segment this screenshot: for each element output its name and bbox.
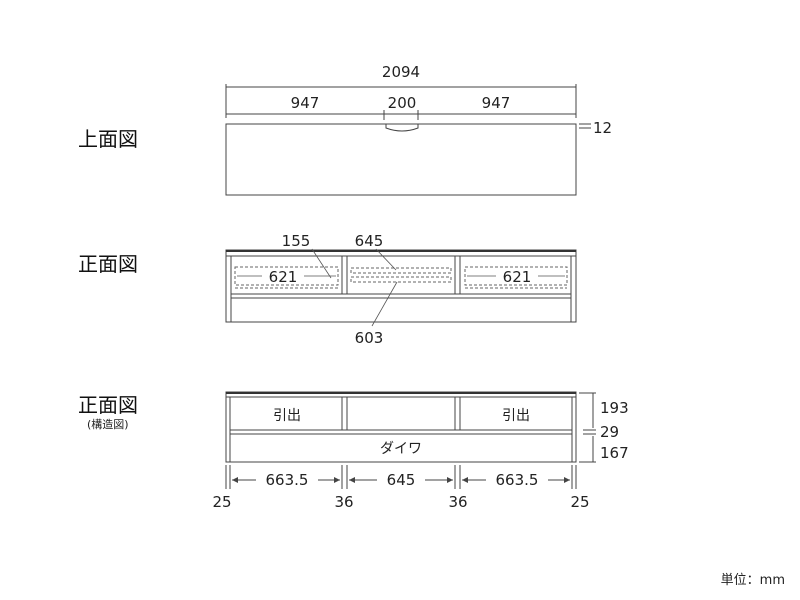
center-upper-leader <box>375 248 397 271</box>
thickness-label: 12 <box>593 119 612 137</box>
unit-label: 単位：mm <box>721 572 785 588</box>
center-lower-label: 603 <box>355 329 384 347</box>
overall-width-label: 2094 <box>382 63 420 81</box>
front-view: 正面図 621 621 155 645 603 <box>78 232 577 347</box>
left-width-label: 947 <box>291 94 320 112</box>
edge-left-label: 25 <box>212 493 231 511</box>
right-width-label: 947 <box>482 94 511 112</box>
right-drawer-label: 621 <box>503 268 532 286</box>
top-board <box>225 123 577 196</box>
center-lower-leader <box>371 281 398 327</box>
top-view-title: 上面図 <box>78 127 138 151</box>
bay-right-arrow-b <box>564 477 570 483</box>
divider-left-label: 36 <box>334 493 353 511</box>
height-top-label: 193 <box>600 399 629 417</box>
bay-left-label: 663.5 <box>266 471 309 489</box>
left-drawer-outline <box>234 266 339 286</box>
front-view-title: 正面図 <box>78 252 138 276</box>
height-bottom-label: 167 <box>600 444 629 462</box>
front-outer <box>225 249 577 323</box>
structure-view-subtitle: (構造図) <box>87 417 129 431</box>
center-width-label: 200 <box>388 94 417 112</box>
bay-center-label: 645 <box>387 471 416 489</box>
bay-left-arrow-b <box>334 477 340 483</box>
bottom-compartment-text: ダイワ <box>380 441 422 457</box>
drawer-inset-label: 155 <box>282 232 311 250</box>
top-view: 上面図 2094 947 200 947 12 <box>78 63 612 196</box>
bay-right-label: 663.5 <box>496 471 539 489</box>
bay-center-arrow-b <box>447 477 453 483</box>
left-drawer-label: 621 <box>269 268 298 286</box>
bay-center-arrow-a <box>349 477 355 483</box>
drawer-inset-leader <box>311 248 332 279</box>
cable-notch <box>385 124 419 132</box>
structure-view: 正面図 (構造図) 引出 引出 ダイワ 663.5 <box>78 391 629 511</box>
edge-right-label: 25 <box>570 493 589 511</box>
bay-left-arrow-a <box>232 477 238 483</box>
divider-right-label: 36 <box>448 493 467 511</box>
right-drawer-outline <box>464 266 568 286</box>
center-rail-upper <box>350 267 452 274</box>
center-rail-lower <box>350 276 452 283</box>
right-drawer-text: 引出 <box>502 408 530 424</box>
bay-right-arrow-a <box>462 477 468 483</box>
left-drawer-text: 引出 <box>273 408 301 424</box>
structure-view-title: 正面図 <box>78 393 138 417</box>
height-mid-label: 29 <box>600 423 619 441</box>
center-upper-label: 645 <box>355 232 384 250</box>
